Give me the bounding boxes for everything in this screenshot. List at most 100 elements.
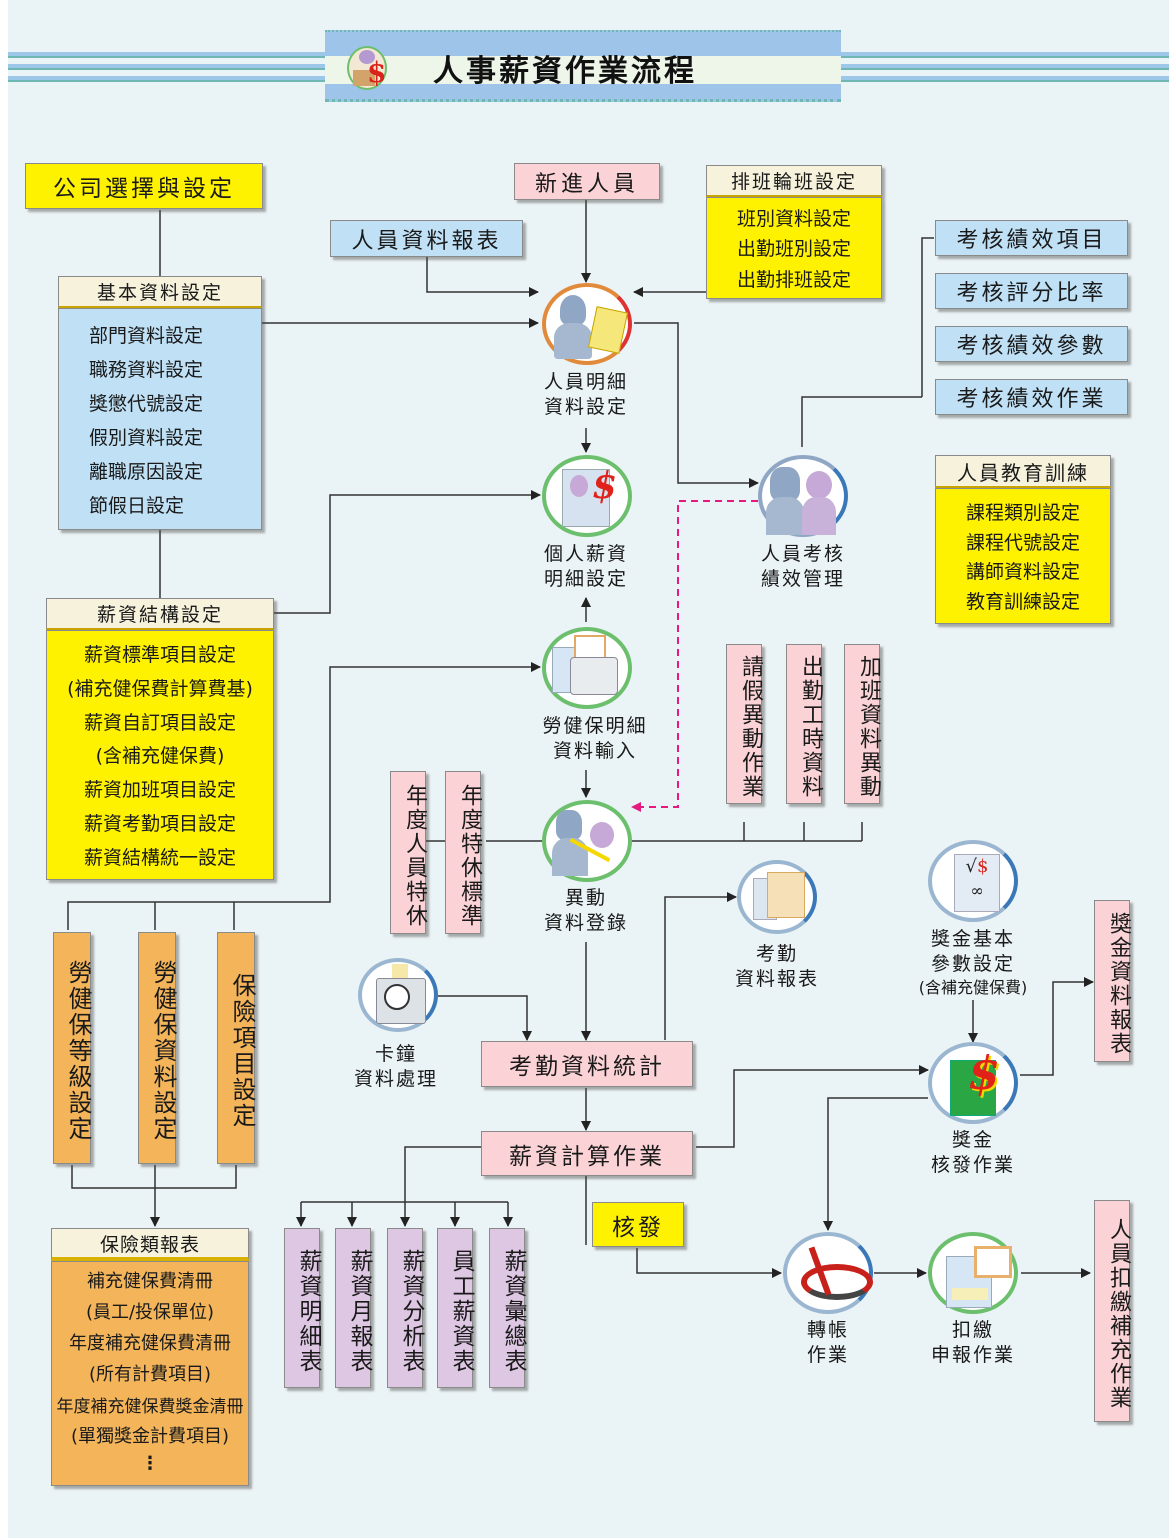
dashed-appraisal-change bbox=[631, 500, 758, 812]
line-bonus-bonusreport bbox=[1020, 977, 1094, 1076]
appraisal-item-box[interactable]: 考核績效作業 bbox=[935, 379, 1128, 415]
appraisal-item-box[interactable]: 考核績效參數 bbox=[935, 326, 1128, 362]
insurance-report-item[interactable]: 補充健保費清冊 bbox=[87, 1270, 213, 1292]
training-item[interactable]: 教育訓練設定 bbox=[965, 590, 1080, 613]
basic-item[interactable]: 獎懲代號設定 bbox=[89, 392, 204, 415]
line-appraisal-items bbox=[801, 237, 934, 447]
training-item[interactable]: 講師資料設定 bbox=[965, 561, 1080, 584]
transfer-icon[interactable] bbox=[783, 1232, 873, 1314]
insurance-report-item[interactable]: 年度補充健保費清冊 bbox=[69, 1333, 231, 1355]
salary-structure-note: (含補充健保費) bbox=[95, 745, 225, 768]
shift-item[interactable]: 班別資料設定 bbox=[736, 207, 851, 230]
basic-item[interactable]: 職務資料設定 bbox=[89, 358, 204, 381]
training-header: 人員教育訓練 bbox=[935, 455, 1111, 488]
salary-summary-report[interactable]: 薪資彙總表 bbox=[489, 1228, 526, 1388]
staff-report-box[interactable]: 人員資料報表 bbox=[330, 220, 523, 257]
basic-data-list: 部門資料設定 職務資料設定 獎懲代號設定 假別資料設定 離職原因設定 節假日設定 bbox=[58, 308, 262, 530]
attendance-report-label: 考勤資料報表 bbox=[734, 943, 820, 990]
annual-staff-leave-box[interactable]: 年度人員特休 bbox=[390, 771, 427, 934]
training-item[interactable]: 課程類別設定 bbox=[965, 502, 1080, 525]
insurance-report-note: (所有計費項目) bbox=[88, 1364, 212, 1386]
transfer-label: 轉帳作業 bbox=[806, 1319, 850, 1366]
employee-salary-report[interactable]: 員工薪資表 bbox=[437, 1228, 474, 1388]
salary-structure-item[interactable]: 薪資加班項目設定 bbox=[83, 779, 236, 802]
salary-monthly-report[interactable]: 薪資月報表 bbox=[335, 1228, 372, 1388]
shift-item[interactable]: 出勤排班設定 bbox=[736, 269, 851, 292]
labor-health-label: 勞健保明細資料輸入 bbox=[542, 715, 648, 762]
line-staffdetail-appraisal bbox=[634, 322, 759, 488]
title-banner: $ 人事薪資作業流程 bbox=[325, 30, 841, 102]
line-payroll-reports bbox=[301, 1146, 508, 1203]
bonus-params-label: 獎金基本參數設定(含補充健保費) bbox=[918, 928, 1028, 997]
annual-leave-standard-box[interactable]: 年度特休標準 bbox=[445, 771, 482, 934]
line-bonus-transfer bbox=[823, 1097, 928, 1231]
basic-item[interactable]: 假別資料設定 bbox=[89, 426, 204, 449]
flowchart-canvas: $ 人事薪資作業流程 bbox=[8, 0, 1169, 1538]
approve-box[interactable]: 核發 bbox=[592, 1202, 684, 1247]
overtime-change-box[interactable]: 加班資料異動 bbox=[844, 644, 881, 804]
salary-structure-item[interactable]: 薪資自訂項目設定 bbox=[83, 711, 236, 734]
basic-item[interactable]: 部門資料設定 bbox=[89, 324, 204, 347]
payroll-logo-icon: $ bbox=[347, 46, 387, 90]
insurance-item-box[interactable]: 保險項目設定 bbox=[217, 932, 256, 1164]
withholding-icon[interactable] bbox=[928, 1232, 1018, 1314]
company-setup-box[interactable]: 公司選擇與設定 bbox=[25, 163, 263, 209]
staff-detail-icon[interactable] bbox=[542, 283, 632, 365]
shift-header: 排班輪班設定 bbox=[706, 165, 882, 197]
personal-salary-icon[interactable]: $ bbox=[542, 455, 632, 537]
withholding-supplement-box[interactable]: 人員扣繳補充作業 bbox=[1094, 1200, 1131, 1422]
basic-data-header: 基本資料設定 bbox=[58, 276, 262, 308]
title-stripes-right bbox=[841, 50, 1169, 82]
salary-structure-list: 薪資標準項目設定 (補充健保費計算費基) 薪資自訂項目設定 (含補充健保費) 薪… bbox=[46, 630, 274, 880]
basic-item[interactable]: 節假日設定 bbox=[89, 494, 185, 517]
line-salarystruct-personalsalary bbox=[274, 490, 541, 614]
attendance-report-icon[interactable] bbox=[737, 860, 817, 934]
appraisal-item-box[interactable]: 考核績效項目 bbox=[935, 220, 1128, 256]
time-clock-icon[interactable] bbox=[358, 958, 438, 1032]
labor-health-icon[interactable] bbox=[542, 627, 632, 709]
page-title: 人事薪資作業流程 bbox=[433, 54, 697, 89]
time-clock-label: 卡鐘資料處理 bbox=[353, 1043, 439, 1090]
connector-lines bbox=[67, 200, 1094, 1278]
line-report-staffdetail bbox=[426, 257, 539, 297]
appraisal-mgmt-icon[interactable] bbox=[758, 455, 848, 537]
more-ellipsis: ⋮ bbox=[141, 1453, 159, 1475]
line-insurance-labor bbox=[67, 662, 541, 930]
insurance-report-header: 保險類報表 bbox=[51, 1228, 249, 1261]
labor-health-data-box[interactable]: 勞健保資料設定 bbox=[138, 932, 177, 1164]
training-item[interactable]: 課程代號設定 bbox=[965, 531, 1080, 554]
leave-change-box[interactable]: 請假異動作業 bbox=[726, 644, 763, 804]
salary-structure-item[interactable]: 薪資結構統一設定 bbox=[83, 846, 236, 869]
staff-detail-label: 人員明細資料設定 bbox=[543, 371, 629, 418]
salary-analysis-report[interactable]: 薪資分析表 bbox=[387, 1228, 424, 1388]
appraisal-item-box[interactable]: 考核評分比率 bbox=[935, 273, 1128, 309]
salary-structure-item[interactable]: 薪資標準項目設定 bbox=[83, 644, 236, 667]
line-approve-transfer bbox=[636, 1248, 782, 1278]
payroll-calc-box[interactable]: 薪資計算作業 bbox=[481, 1131, 693, 1176]
bonus-issue-label: 獎金核發作業 bbox=[930, 1129, 1016, 1176]
bonus-params-icon[interactable]: √$∞ bbox=[928, 840, 1018, 922]
labor-health-grade-box[interactable]: 勞健保等級設定 bbox=[53, 932, 92, 1164]
insurance-report-note: (單獨獎金計費項目) bbox=[70, 1426, 230, 1448]
insurance-report-note: (員工/投保單位) bbox=[85, 1301, 215, 1323]
salary-structure-note: (補充健保費計算費基) bbox=[67, 678, 253, 701]
insurance-report-item[interactable]: 年度補充健保費獎金清冊 bbox=[56, 1396, 244, 1417]
withholding-label: 扣繳申報作業 bbox=[930, 1319, 1016, 1366]
line-payroll-bonus bbox=[696, 1065, 929, 1148]
salary-structure-item[interactable]: 薪資考勤項目設定 bbox=[83, 812, 236, 835]
new-staff-box[interactable]: 新進人員 bbox=[514, 163, 660, 200]
line-insboxes-report bbox=[71, 1165, 237, 1226]
personal-salary-label: 個人薪資明細設定 bbox=[543, 543, 629, 590]
line-change-right bbox=[632, 822, 863, 842]
basic-item[interactable]: 離職原因設定 bbox=[89, 460, 204, 483]
shift-item[interactable]: 出勤班別設定 bbox=[736, 238, 851, 261]
attendance-stats-box[interactable]: 考勤資料統計 bbox=[481, 1041, 693, 1087]
change-registration-icon[interactable] bbox=[542, 800, 632, 882]
appraisal-mgmt-label: 人員考核績效管理 bbox=[760, 543, 846, 590]
bonus-issue-icon[interactable]: $ bbox=[928, 1042, 1018, 1124]
insurance-report-list: 補充健保費清冊 (員工/投保單位) 年度補充健保費清冊 (所有計費項目) 年度補… bbox=[51, 1261, 249, 1486]
salary-structure-header: 薪資結構設定 bbox=[46, 598, 274, 630]
bonus-report-box[interactable]: 獎金資料報表 bbox=[1094, 900, 1131, 1062]
attendance-hours-box[interactable]: 出勤工時資料 bbox=[786, 644, 823, 804]
salary-detail-report[interactable]: 薪資明細表 bbox=[284, 1228, 321, 1388]
